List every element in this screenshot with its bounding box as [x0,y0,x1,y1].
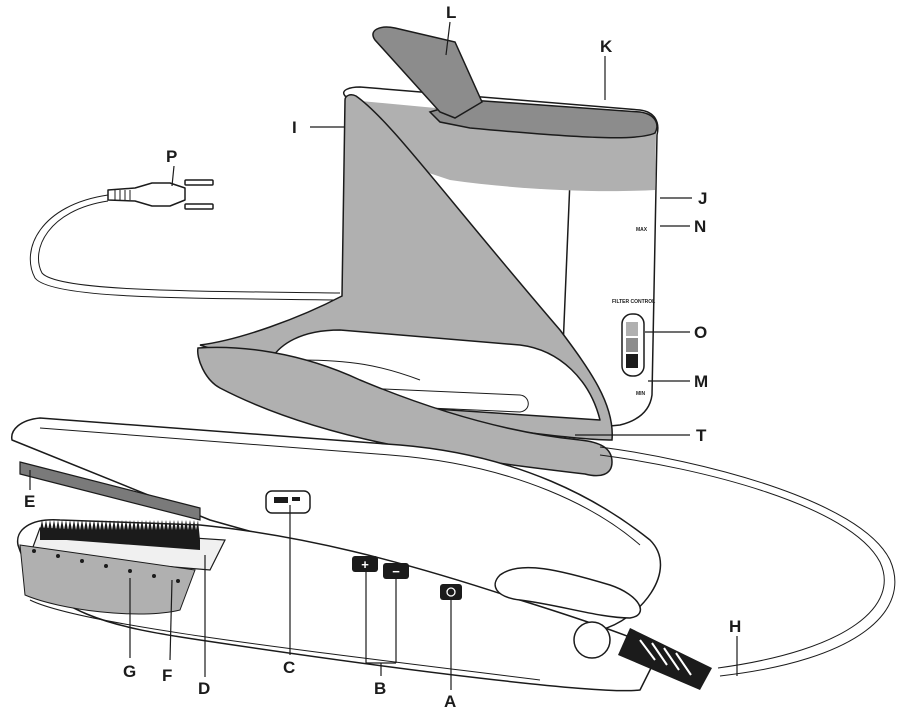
callout-G: G [123,662,136,681]
callout-E: E [24,492,35,511]
comb-teeth [40,520,200,550]
callout-N: N [694,217,706,236]
leader-lines [29,21,738,690]
max-mark: MAX [636,227,648,233]
callout-B: B [374,679,386,698]
callout-H: H [729,617,741,636]
power-cord-plug [29,179,341,301]
callout-J: J [698,189,707,208]
callout-T: T [696,426,707,445]
callout-K: K [600,37,613,56]
steam-holes [32,549,180,583]
callout-I: I [292,118,297,137]
callout-C: C [283,658,295,677]
filter-control-label: FILTER CONTROL [612,299,655,305]
water-tank-stand: FILTER CONTROL MAX MIN [197,26,659,477]
callout-D: D [198,679,210,698]
callout-P: P [166,147,177,166]
callout-A: A [444,692,456,711]
svg-text:−: − [392,564,400,579]
callout-M: M [694,372,708,391]
cord-strain-relief [618,628,712,690]
callout-O: O [694,323,707,342]
callout-F: F [162,666,172,685]
svg-text:+: + [361,557,369,572]
min-mark: MIN [636,391,646,397]
callout-L: L [446,3,456,22]
callout-labels: L K I P J N O M T E H G F C D B A [24,3,741,711]
hair-straightener: + − [11,417,712,692]
steam-hose [599,446,896,677]
